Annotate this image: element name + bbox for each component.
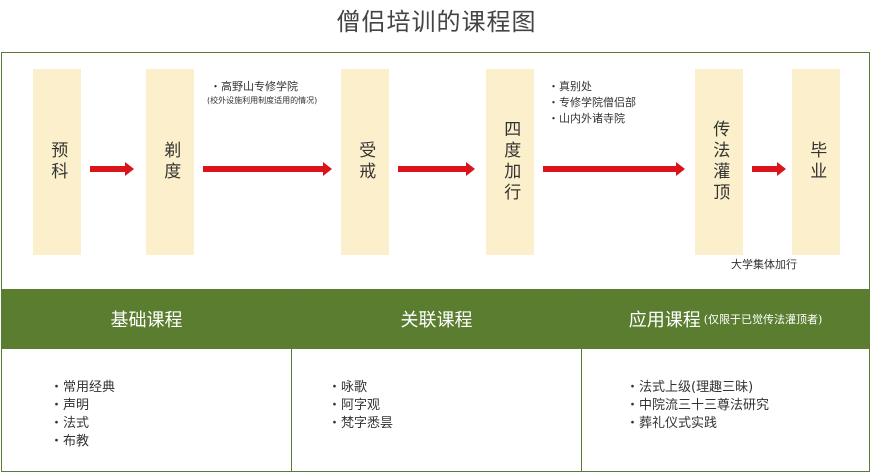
course-title: 应用课程 — [628, 310, 701, 331]
list-item: 法式 — [50, 415, 115, 433]
course-title: 基础课程 — [110, 310, 183, 331]
arrow-5 — [752, 162, 786, 176]
list-item: 阿字观 — [328, 397, 393, 415]
course-title: 关联课程 — [400, 310, 473, 331]
note-university: 大学集体加行 — [731, 258, 797, 271]
stage-label: 剃度 — [160, 141, 181, 183]
note-koyasan: ・高野山专修学院 — [210, 80, 298, 93]
course-header-related: 关联课程 — [292, 289, 581, 349]
column-divider — [291, 289, 292, 472]
column-divider — [581, 289, 582, 472]
note-training-list: ・真别处 ・专修学院僧侣部 ・山内外诸寺院 — [548, 79, 636, 127]
stage-tokudo: 剃度 — [146, 69, 194, 255]
list-item: 声明 — [50, 397, 115, 415]
course-list-basic: 常用经典 声明 法式 布教 — [50, 379, 115, 451]
course-list-related: 咏歌 阿字观 梵字悉昙 — [328, 379, 393, 433]
list-item: 中院流三十三尊法研究 — [626, 397, 769, 415]
stage-graduation: 毕业 — [792, 69, 840, 255]
arrow-4 — [543, 162, 685, 176]
list-item: 常用经典 — [50, 379, 115, 397]
course-header-basic: 基础课程 — [2, 289, 291, 349]
list-item: 葬礼仪式实践 — [626, 415, 769, 433]
stage-label: 毕业 — [806, 141, 827, 183]
list-item: 布教 — [50, 433, 115, 451]
list-item: 咏歌 — [328, 379, 393, 397]
note-training-item: ・专修学院僧侣部 — [548, 96, 636, 109]
arrow-1 — [90, 162, 134, 176]
list-item: 梵字悉昙 — [328, 415, 393, 433]
note-training-item: ・山内外诸寺院 — [548, 112, 625, 125]
stage-jukai: 受戒 — [341, 69, 389, 255]
list-item: 法式上级(理趣三昧) — [626, 379, 769, 397]
course-subtitle: (仅限于已觉传法灌顶者) — [703, 313, 823, 326]
course-list-applied: 法式上级(理趣三昧) 中院流三十三尊法研究 葬礼仪式实践 — [626, 379, 769, 433]
diagram-frame — [1, 52, 870, 472]
arrow-3 — [398, 162, 475, 176]
note-training-item: ・真别处 — [548, 80, 592, 93]
diagram-title: 僧侣培训的课程图 — [336, 8, 537, 36]
stage-label: 四度加行 — [500, 120, 521, 204]
stage-label: 受戒 — [355, 141, 376, 183]
stage-label: 预科 — [47, 141, 68, 183]
stage-yoka: 预科 — [33, 69, 81, 255]
stage-denpo-kanjo: 传法灌顶 — [695, 69, 743, 255]
stage-shido-kegyo: 四度加行 — [486, 69, 534, 255]
stage-label: 传法灌顶 — [709, 120, 730, 204]
arrow-2 — [203, 162, 332, 176]
note-koyasan-sub: (校外设施利用制度适用的情况) — [207, 96, 318, 105]
course-header-applied: 应用课程 (仅限于已觉传法灌顶者) — [582, 289, 869, 349]
